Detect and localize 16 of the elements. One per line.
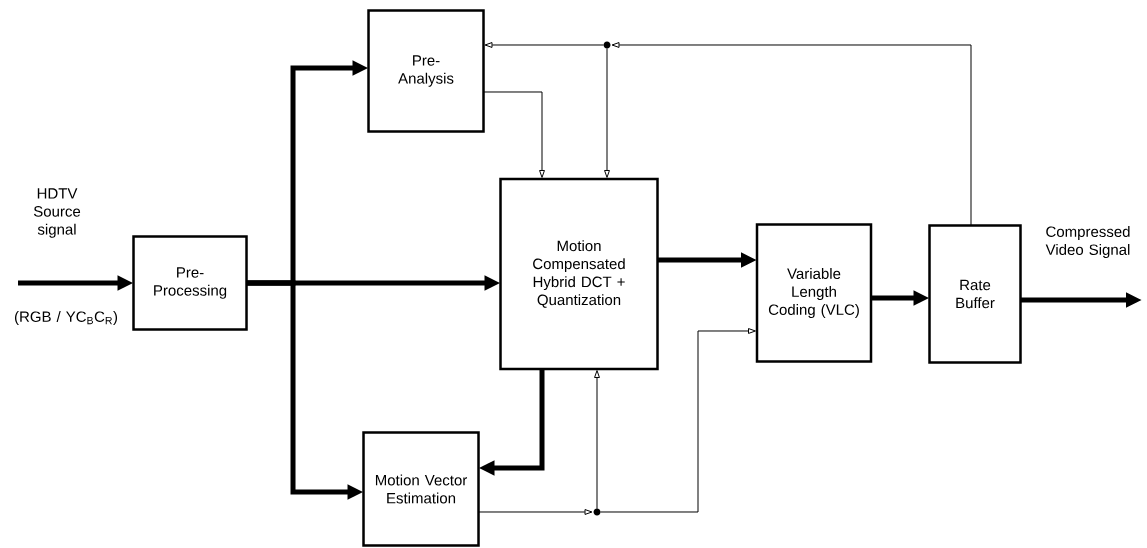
process-box: Pre-Processing bbox=[132, 235, 248, 331]
process-box: Rate Buffer bbox=[928, 224, 1022, 364]
arrow bbox=[478, 509, 593, 515]
process-box: Variable Length Coding (VLC) bbox=[755, 223, 873, 363]
signal-label: Compressed Video Signal bbox=[1045, 226, 1130, 258]
process-box: Motion Compensated Hybrid DCT + Quantization bbox=[499, 177, 659, 371]
signal-label: HDTV Source signal bbox=[33, 188, 81, 238]
process-box: Pre-Analysis bbox=[367, 9, 485, 133]
arrow bbox=[484, 42, 604, 48]
arrow bbox=[483, 91, 545, 178]
process-box: Motion Vector Estimation bbox=[362, 431, 480, 547]
arrow bbox=[611, 42, 972, 226]
arrow bbox=[600, 328, 756, 513]
signal-label: (RGB / YC$_{B}$C$_{R}$) bbox=[15, 311, 118, 325]
arrow bbox=[594, 370, 600, 509]
arrow bbox=[604, 48, 610, 178]
